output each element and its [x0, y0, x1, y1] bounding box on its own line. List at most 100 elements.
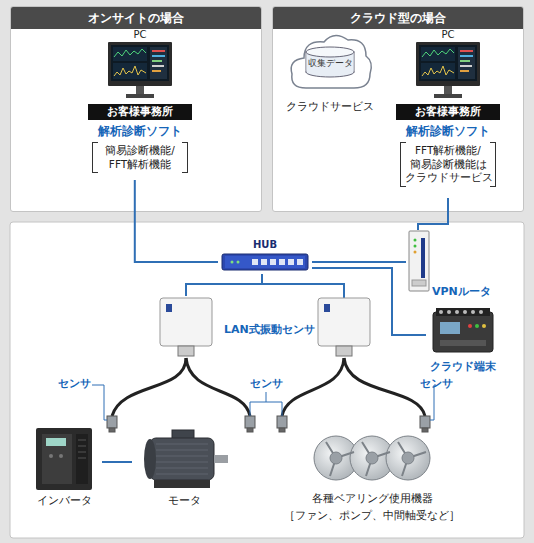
inverter-illustration-part: [36, 428, 92, 490]
lan-sensor-box-part: [336, 346, 352, 356]
lan-sensor: LAN式振動センサ: [158, 296, 322, 358]
cloud-terminal: クラウド端末: [426, 308, 500, 376]
monitor-illustration-part: [434, 94, 462, 98]
pc-station: PC お客様事務所解析診断ソフト FFT解析機能/ 簡易診断機能は クラウドサービス: [383, 28, 513, 198]
monitor-illustration-part: [136, 86, 144, 94]
sensor-heads-part: [247, 428, 253, 432]
terminal-illustration-part: [482, 324, 486, 328]
terminal-illustration-part: [475, 324, 479, 328]
fans-illustration-part-part: [366, 452, 378, 464]
hub-wire-sensor2: [262, 274, 344, 298]
monitor-illustration-part: [419, 45, 477, 81]
cloud-service: 収集データクラウドサービス: [282, 30, 378, 120]
office-text: お客様事務所: [88, 104, 192, 120]
router-illustration-part: [421, 238, 425, 278]
inverter-illustration-part: [78, 440, 86, 441]
monitor-illustration-part: [152, 65, 164, 67]
sensorbox-illustration-part: [178, 346, 194, 356]
network-hub: HUB: [218, 238, 312, 274]
inverter-illustration: [36, 428, 92, 490]
leader-lines-part: [250, 392, 282, 416]
fans-illustration-part-part: [386, 436, 430, 480]
network-cable: [186, 274, 262, 296]
sensor-heads-part: [420, 416, 430, 428]
office-text: お客様事務所: [396, 104, 500, 120]
field-panel: [10, 222, 524, 538]
terminal-illustration-part: [440, 322, 460, 334]
router-illustration-part: [414, 251, 417, 254]
inverter-illustration-part: [42, 434, 72, 484]
terminal-illustration-part: [468, 324, 472, 328]
monitor-illustration-part: [421, 63, 455, 79]
pc-station: PCお客様事務所解析診断ソフト簡易診断機能/ FFT解析機能: [75, 28, 205, 180]
monitor-illustration-part: [113, 63, 147, 79]
motor-illustration-part: [156, 444, 208, 445]
hub-text: HUB: [218, 238, 312, 251]
case-panel: オンサイトの場合PCお客様事務所解析診断ソフト簡易診断機能/ FFT解析機能: [10, 6, 262, 212]
fans-illustration-part-part: [402, 452, 414, 464]
motor-illustration-part: [214, 455, 228, 463]
hub-illustration-part: [279, 259, 285, 265]
leader-lines-part: [430, 385, 436, 420]
fans-illustration-part: [314, 436, 430, 480]
fans-illustration-part-part: [330, 452, 342, 464]
sensor-heads-part: [109, 428, 115, 432]
sensor-heads-part: [107, 416, 117, 428]
inverter-illustration-part: [49, 454, 53, 458]
motor: モータ: [132, 426, 236, 512]
bearing-equipment: 各種ベアリング使用機器［ファン、ポンプ、中間軸受など］: [280, 428, 464, 528]
sensorbox-illustration-part: [166, 304, 172, 312]
inverter: インバータ: [26, 426, 102, 512]
terminal-illustration-part: [439, 310, 443, 314]
inverter-illustration-part: [78, 458, 86, 459]
monitor-illustration-part: [152, 55, 165, 57]
monitor-illustration-part: [126, 94, 154, 98]
inverter-illustration-part: [78, 446, 86, 447]
pc-text: PC: [75, 28, 205, 41]
inverter-illustration-part: [46, 438, 66, 446]
sensor-cables-part: [344, 358, 425, 416]
sensor-cables: [112, 358, 425, 416]
monitor-illustration-part: [152, 60, 162, 62]
soft-text: 解析診断ソフト: [75, 124, 205, 139]
monitor-illustration-part: [416, 42, 480, 86]
lblc-text: クラウド端末: [426, 360, 500, 374]
sensor-heads-part: [422, 428, 428, 432]
router-illustration: [408, 230, 430, 292]
terminal-illustration-part: [463, 310, 467, 314]
router-illustration-part: [409, 231, 429, 291]
hub-illustration-part: [261, 259, 267, 265]
sensor-heads-part: [245, 416, 255, 428]
monitor-illustration-part: [422, 66, 454, 76]
pc-text: PC: [383, 28, 513, 41]
sensor-label: センサ: [250, 377, 283, 391]
cap-text: モータ: [132, 494, 236, 508]
terminal-illustration-part: [455, 310, 459, 314]
motor-illustration-part: [156, 474, 208, 475]
monitor-illustration-part: [114, 49, 146, 57]
sensor-label: センサ: [420, 377, 453, 391]
sensor-cables-part: [112, 358, 186, 416]
motor-illustration-part: [156, 456, 208, 457]
cap-text: 各種ベアリング使用機器: [280, 492, 464, 506]
monitor-illustration-part: [108, 42, 172, 86]
brk-text: FFT解析機能/ 簡易診断機能は クラウドサービス: [400, 142, 496, 187]
vpn-router: VPNルータ: [406, 230, 502, 302]
terminal-illustration-part: [471, 310, 475, 314]
monitor-illustration-part: [460, 65, 472, 67]
inverter-illustration-part: [76, 434, 88, 484]
monitor-illustration-part: [152, 70, 161, 72]
motor-illustration-part: [156, 462, 208, 463]
cloud-illustration-part: [291, 35, 371, 88]
terminal-illustration-part: [433, 312, 493, 352]
router-illustration-part: [414, 245, 417, 248]
monitor-illustration-part: [458, 47, 475, 79]
hub-illustration-part: [288, 259, 294, 265]
monitor-illustration-part: [460, 70, 469, 72]
leader-lines-part: [92, 385, 107, 420]
motor-illustration-part: [150, 438, 214, 480]
lbl-text: LAN式振動センサ: [224, 323, 320, 337]
soft-text: 解析診断ソフト: [383, 124, 513, 139]
hub-illustration: [222, 252, 308, 272]
terminal-illustration-part: [440, 340, 486, 346]
